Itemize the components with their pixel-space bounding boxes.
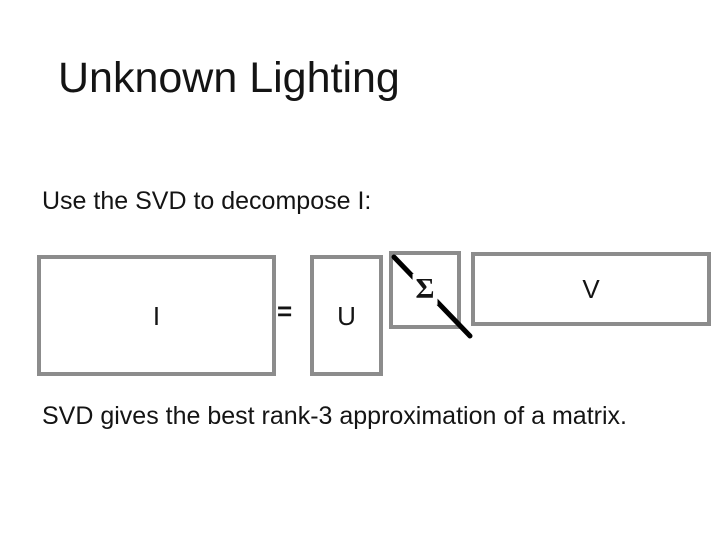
matrix-box-u: U <box>310 255 383 376</box>
diagonal-line-icon <box>391 254 473 339</box>
footer-text: SVD gives the best rank-3 approximation … <box>42 402 627 430</box>
matrix-label-u: U <box>337 300 356 331</box>
matrix-box-sigma: Σ <box>389 251 473 339</box>
body-text: Use the SVD to decompose I: <box>42 187 372 215</box>
slide-title: Unknown Lighting <box>58 54 400 102</box>
matrix-box-i: I <box>37 255 276 376</box>
sigma-label: Σ <box>412 273 438 305</box>
matrix-box-v: V <box>471 252 711 326</box>
matrix-label-v: V <box>582 274 600 304</box>
matrix-label-i: I <box>152 300 161 331</box>
equals-sign: = <box>277 296 293 326</box>
